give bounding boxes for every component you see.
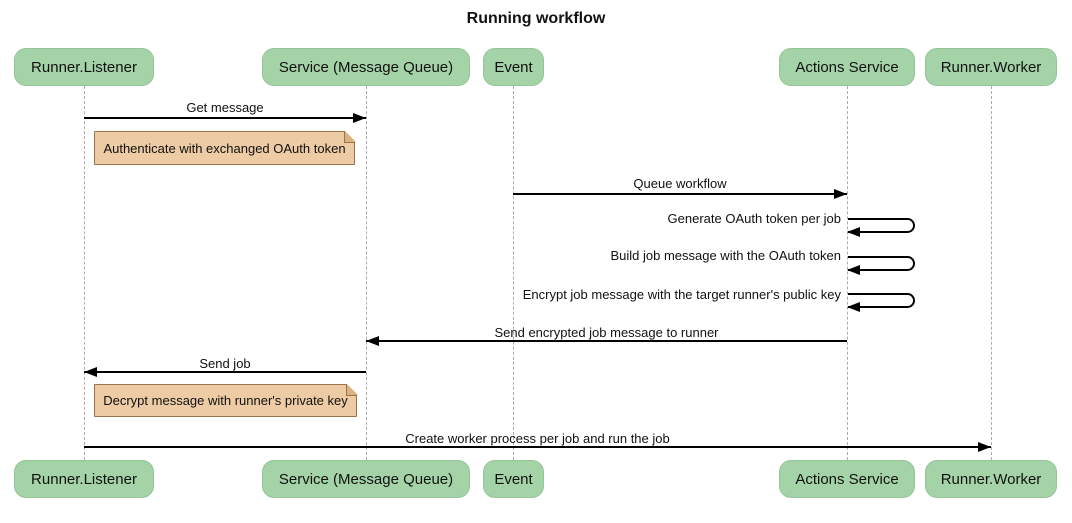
lifeline-event (513, 86, 514, 460)
actor-top-runner-listener: Runner.Listener (14, 48, 154, 86)
actor-label: Service (Message Queue) (278, 470, 454, 488)
actor-bottom-runner-listener: Runner.Listener (14, 460, 154, 498)
actor-label: Event (494, 58, 533, 76)
self-message-loop-build-job-message (847, 256, 915, 275)
lifeline-runner-listener (84, 86, 85, 460)
actor-label: Service (Message Queue) (278, 58, 454, 76)
self-message-loop-generate-oauth-token (847, 218, 915, 237)
note-label: Authenticate with exchanged OAuth token (103, 140, 346, 156)
arrowhead-left-icon (366, 336, 379, 346)
message-arrow-send-encrypted-job-message (366, 336, 847, 346)
message-label-create-worker-process: Create worker process per job and run th… (405, 431, 670, 446)
actor-bottom-actions-service: Actions Service (779, 460, 915, 498)
arrowhead-right-icon (353, 113, 366, 123)
actor-top-runner-worker: Runner.Worker (925, 48, 1057, 86)
actor-label: Runner.Listener (31, 470, 137, 488)
self-message-loop-encrypt-job-message (847, 293, 915, 312)
note-authenticate: Authenticate with exchanged OAuth token (94, 130, 356, 165)
actor-label: Runner.Worker (940, 470, 1042, 488)
actor-top-event: Event (483, 48, 544, 86)
actor-label: Event (494, 470, 533, 488)
message-label-send-job: Send job (199, 356, 251, 371)
actor-bottom-service-message-queue: Service (Message Queue) (262, 460, 470, 498)
arrowhead-left-icon (847, 302, 860, 312)
message-label-build-job-message: Build job message with the OAuth token (610, 248, 841, 263)
note-fold-icon (344, 130, 356, 142)
arrowhead-right-icon (978, 442, 991, 452)
message-arrow-send-job (84, 367, 366, 377)
message-label-get-message: Get message (186, 100, 264, 115)
message-label-generate-oauth-token: Generate OAuth token per job (667, 211, 841, 226)
arrowhead-right-icon (834, 189, 847, 199)
message-label-send-encrypted-job-message: Send encrypted job message to runner (494, 325, 719, 340)
note-decrypt: Decrypt message with runner's private ke… (94, 383, 358, 417)
actor-bottom-event: Event (483, 460, 544, 498)
arrowhead-left-icon (847, 265, 860, 275)
arrowhead-left-icon (84, 367, 97, 377)
message-arrow-queue-workflow (513, 189, 847, 199)
actor-label: Actions Service (795, 470, 899, 488)
message-arrow-get-message (84, 113, 366, 123)
message-label-queue-workflow: Queue workflow (633, 176, 727, 191)
message-label-encrypt-job-message: Encrypt job message with the target runn… (522, 287, 841, 302)
actor-label: Actions Service (795, 58, 899, 76)
lifeline-runner-worker (991, 86, 992, 460)
note-fold-icon (346, 383, 358, 395)
message-arrow-create-worker-process (84, 442, 991, 452)
actor-top-service-message-queue: Service (Message Queue) (262, 48, 470, 86)
lifeline-service-message-queue (366, 86, 367, 460)
actor-top-actions-service: Actions Service (779, 48, 915, 86)
actor-label: Runner.Worker (940, 58, 1042, 76)
diagram-title: Running workflow (466, 10, 606, 27)
note-label: Decrypt message with runner's private ke… (103, 393, 348, 408)
actor-label: Runner.Listener (31, 58, 137, 76)
arrowhead-left-icon (847, 227, 860, 237)
actor-bottom-runner-worker: Runner.Worker (925, 460, 1057, 498)
